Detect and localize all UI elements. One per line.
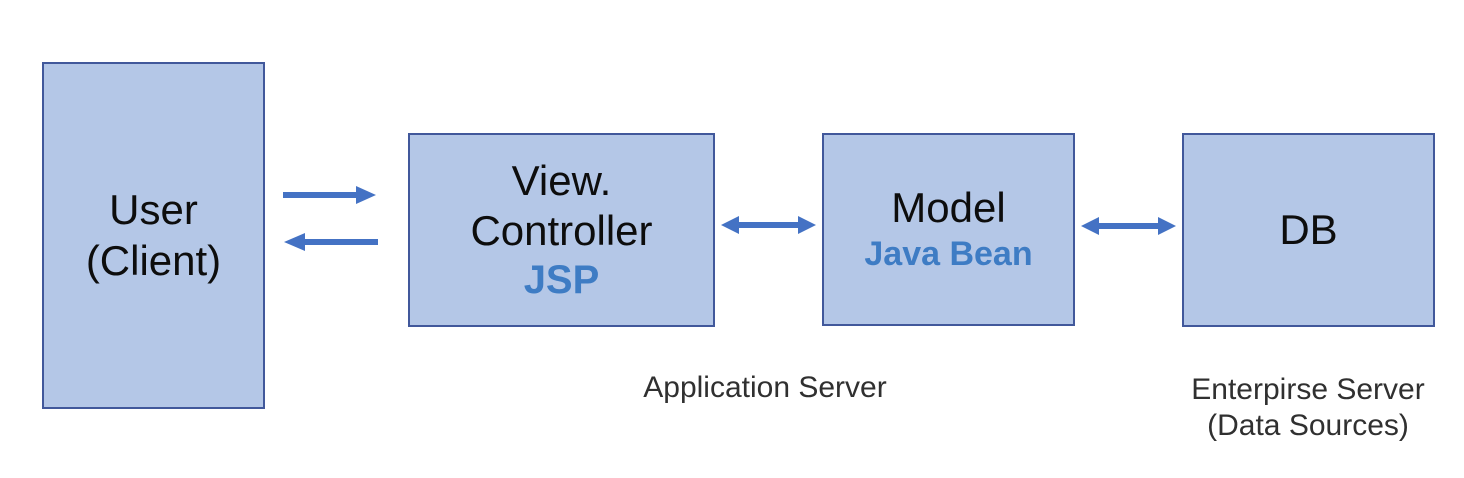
model-box: Model Java Bean bbox=[822, 133, 1075, 326]
user-box-title: User bbox=[109, 186, 198, 234]
application-server-label: Application Server bbox=[595, 370, 935, 406]
model-box-title: Model bbox=[891, 184, 1006, 232]
application-server-label-text: Application Server bbox=[643, 371, 887, 404]
user-box-subtitle: (Client) bbox=[85, 236, 222, 284]
enterprise-server-label-line2: (Data Sources) bbox=[1207, 409, 1409, 442]
enterprise-server-label: Enterpirse Server (Data Sources) bbox=[1138, 372, 1464, 444]
view-box-tech-label: JSP bbox=[523, 258, 600, 303]
enterprise-server-label-line1: Enterpirse Server bbox=[1191, 373, 1425, 406]
view-controller-box: View. Controller JSP bbox=[408, 133, 715, 327]
user-client-box: User (Client) bbox=[42, 62, 265, 409]
view-box-line1: View. bbox=[511, 156, 612, 204]
db-box-title: DB bbox=[1279, 205, 1338, 253]
arrow-view-model-bidirectional bbox=[721, 212, 816, 243]
double-arrow-icon bbox=[1081, 217, 1176, 235]
left-arrow-icon bbox=[284, 233, 378, 251]
db-box: DB bbox=[1182, 133, 1435, 327]
arrow-view-to-user bbox=[282, 230, 379, 259]
double-arrow-icon bbox=[721, 216, 816, 234]
arrow-model-db-bidirectional bbox=[1081, 213, 1176, 244]
model-box-tech-label: Java Bean bbox=[864, 235, 1033, 274]
right-arrow-icon bbox=[283, 186, 376, 204]
view-box-line2: Controller bbox=[470, 207, 653, 254]
arrow-user-to-view bbox=[282, 183, 377, 212]
